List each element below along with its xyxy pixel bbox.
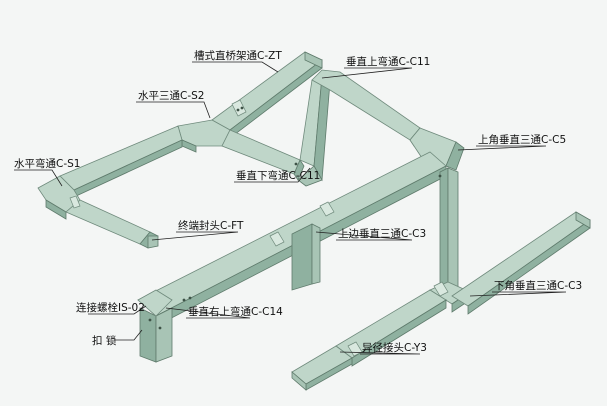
joint-plates — [69, 99, 449, 357]
tray-to-end-cap — [65, 199, 159, 249]
vertical-riser — [439, 167, 459, 301]
label-kousuo: 扣 锁 — [92, 334, 117, 347]
label-is-02: 连接螺栓IS-02 — [76, 301, 145, 314]
lower-tray-to-reducer — [335, 289, 447, 367]
label-c-c11-up: 垂直上弯通C-C11 — [346, 55, 430, 68]
label-c-c14: 垂直右上弯通C-C14 — [188, 305, 283, 318]
vertical-right-up-elbow-c-c14 — [137, 289, 173, 363]
right-upper-tray — [451, 211, 591, 315]
reducer-c-y3 — [291, 345, 353, 391]
label-c-ft: 终端封头C-FT — [178, 219, 244, 232]
label-c-c5: 上角垂直三通C-C5 — [478, 133, 566, 146]
label-c-c11-down: 垂直下弯通C-C11 — [236, 169, 320, 182]
label-c-zt: 槽式直桥架通C-ZT — [194, 49, 282, 62]
label-c-c3-down: 下角垂直三通C-C3 — [494, 279, 582, 292]
upper-edge-vertical-tee-c-c3 — [291, 223, 321, 291]
vertical-elbow-up-c-c11 — [311, 69, 425, 147]
label-c-s1: 水平弯通C-S1 — [14, 157, 80, 170]
connector-bolts — [148, 106, 442, 330]
label-c-s2: 水平三通C-S2 — [138, 90, 204, 102]
label-c-c3-edge: 上边垂直三通C-C3 — [338, 227, 426, 240]
leader-lines — [14, 61, 567, 355]
label-c-y3: 异径接头C-Y3 — [362, 341, 427, 354]
corner-vertical-tee-c-c5 — [409, 127, 465, 171]
